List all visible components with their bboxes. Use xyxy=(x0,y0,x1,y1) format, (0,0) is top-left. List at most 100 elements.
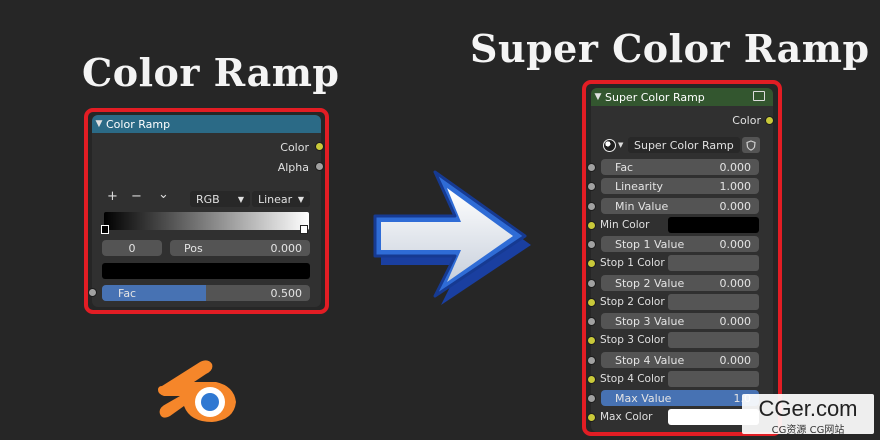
pos-label: Pos xyxy=(184,241,203,255)
left-title: Color Ramp xyxy=(82,50,340,95)
super-output-color-label: Color xyxy=(732,114,761,127)
stop-3-value-value: 0.000 xyxy=(719,314,752,328)
stop-index-field[interactable]: 0 xyxy=(102,240,162,256)
stop-3-color-swatch[interactable] xyxy=(668,332,759,348)
stop-4-color-label: Stop 4 Color xyxy=(600,373,665,385)
output-color-label: Color xyxy=(280,141,309,154)
super-color-ramp-header[interactable]: ▼ Super Color Ramp xyxy=(591,88,773,106)
super-color-ramp-highlight xyxy=(582,80,782,436)
min-value-value: 0.000 xyxy=(719,199,752,213)
stop-color-swatch[interactable] xyxy=(102,263,310,279)
stop-4-value-socket[interactable] xyxy=(587,356,596,365)
fac-slider-fill xyxy=(102,285,206,301)
fac-slider[interactable]: Fac 0.500 xyxy=(102,285,310,301)
min-value-label: Min Value xyxy=(615,199,669,213)
stop-handle-white[interactable] xyxy=(300,225,308,234)
max-color-label: Max Color xyxy=(600,411,653,423)
color-ramp-node[interactable]: ▼ Color Ramp Color Alpha + − ⌄ RGB ▼ Lin… xyxy=(92,115,321,307)
min-value-field[interactable]: Min Value 0.000 xyxy=(601,198,759,214)
min-color-swatch[interactable] xyxy=(668,217,759,233)
max-value-field[interactable]: Max Value1.0 xyxy=(601,390,759,406)
fake-user-shield-icon[interactable] xyxy=(742,137,760,153)
fac-socket[interactable] xyxy=(587,163,596,172)
stop-4-color-swatch[interactable] xyxy=(668,371,759,387)
ramp-menu-chevron-icon[interactable]: ⌄ xyxy=(158,187,169,202)
color-ramp-gradient[interactable] xyxy=(104,212,309,230)
chevron-down-icon: ▼ xyxy=(237,194,244,204)
node-group-icon[interactable] xyxy=(753,91,765,101)
stop-1-color-swatch[interactable] xyxy=(668,255,759,271)
stop-2-color-swatch[interactable] xyxy=(668,294,759,310)
color-mode-value: RGB xyxy=(196,192,220,206)
super-color-ramp-header-label: Super Color Ramp xyxy=(605,90,705,104)
fac-field[interactable]: Fac 0.000 xyxy=(601,159,759,175)
pos-value: 0.000 xyxy=(270,241,303,255)
linearity-value: 1.000 xyxy=(719,179,752,193)
stop-3-value-field[interactable]: Stop 3 Value 0.000 xyxy=(601,313,759,329)
min-value-socket[interactable] xyxy=(587,202,596,211)
linearity-socket[interactable] xyxy=(587,182,596,191)
fac-value: 0.500 xyxy=(270,286,303,300)
node-group-selector[interactable]: Super Color Ramp xyxy=(628,137,740,153)
chevron-down-icon[interactable]: ▼ xyxy=(618,141,624,149)
right-title: Super Color Ramp xyxy=(470,26,870,71)
stop-2-value-value: 0.000 xyxy=(719,276,752,290)
stop-1-color-label: Stop 1 Color xyxy=(600,257,665,269)
super-color-ramp-node[interactable]: ▼ Super Color Ramp Color ▼ Super Color R… xyxy=(591,88,773,432)
stop-4-value-field[interactable]: Stop 4 Value 0.000 xyxy=(601,352,759,368)
max-color-swatch[interactable] xyxy=(668,409,759,425)
stop-2-value-field[interactable]: Stop 2 Value 0.000 xyxy=(601,275,759,291)
fac-label: Fac xyxy=(118,286,137,300)
node-group-name: Super Color Ramp xyxy=(634,138,734,152)
pos-field[interactable]: Pos 0.000 xyxy=(170,240,310,256)
stop-1-value-socket[interactable] xyxy=(587,240,596,249)
stop-3-value-socket[interactable] xyxy=(587,317,596,326)
remove-stop-button[interactable]: − xyxy=(131,189,142,204)
blender-logo-icon xyxy=(158,360,236,422)
linearity-label: Linearity xyxy=(615,179,664,193)
fac-value: 0.000 xyxy=(719,160,752,174)
stop-1-value-value: 0.000 xyxy=(719,237,752,251)
linearity-field[interactable]: Linearity 1.000 xyxy=(601,178,759,194)
interpolation-dropdown[interactable]: Linear ▼ xyxy=(252,191,310,207)
sphere-icon[interactable] xyxy=(603,139,616,152)
arrow-right-icon xyxy=(373,170,531,305)
min-color-label: Min Color xyxy=(600,219,650,231)
stop-3-value-label: Stop 3 Value xyxy=(615,314,685,328)
chevron-down-icon: ▼ xyxy=(297,194,304,204)
interpolation-value: Linear xyxy=(258,192,293,206)
stop-1-value-field[interactable]: Stop 1 Value 0.000 xyxy=(601,236,759,252)
stop-handle-black[interactable] xyxy=(101,225,109,234)
stop-2-value-socket[interactable] xyxy=(587,279,596,288)
input-fac-socket[interactable] xyxy=(88,288,97,297)
output-alpha-label: Alpha xyxy=(277,161,309,174)
stop-2-value-label: Stop 2 Value xyxy=(615,276,685,290)
max-value-label: Max Value xyxy=(615,391,672,405)
super-output-color-socket[interactable] xyxy=(765,116,774,125)
collapse-chevron-icon[interactable]: ▼ xyxy=(95,119,103,129)
stop-1-color-socket[interactable] xyxy=(587,259,596,268)
min-color-socket[interactable] xyxy=(587,221,596,230)
fac-label: Fac xyxy=(615,160,634,174)
max-color-socket[interactable] xyxy=(587,413,596,422)
color-mode-dropdown[interactable]: RGB ▼ xyxy=(190,191,250,207)
add-stop-button[interactable]: + xyxy=(107,189,118,204)
stop-2-color-socket[interactable] xyxy=(587,298,596,307)
stop-2-color-label: Stop 2 Color xyxy=(600,296,665,308)
watermark-sub: CG资源 CG网站 xyxy=(771,425,845,436)
output-color-socket[interactable] xyxy=(315,142,324,151)
color-ramp-header-label: Color Ramp xyxy=(106,117,171,131)
stop-4-color-socket[interactable] xyxy=(587,375,596,384)
stop-3-color-label: Stop 3 Color xyxy=(600,334,665,346)
watermark-brand: CGer.com xyxy=(758,396,858,421)
color-ramp-header[interactable]: ▼ Color Ramp xyxy=(92,115,321,133)
stop-4-value-value: 0.000 xyxy=(719,353,752,367)
color-ramp-highlight xyxy=(84,108,329,314)
stop-4-value-label: Stop 4 Value xyxy=(615,353,685,367)
output-alpha-socket[interactable] xyxy=(315,162,324,171)
collapse-chevron-icon[interactable]: ▼ xyxy=(594,92,602,102)
stop-1-value-label: Stop 1 Value xyxy=(615,237,685,251)
max-value-socket[interactable] xyxy=(587,394,596,403)
stop-3-color-socket[interactable] xyxy=(587,336,596,345)
watermark: CGer.com CG资源 CG网站 xyxy=(742,394,874,436)
